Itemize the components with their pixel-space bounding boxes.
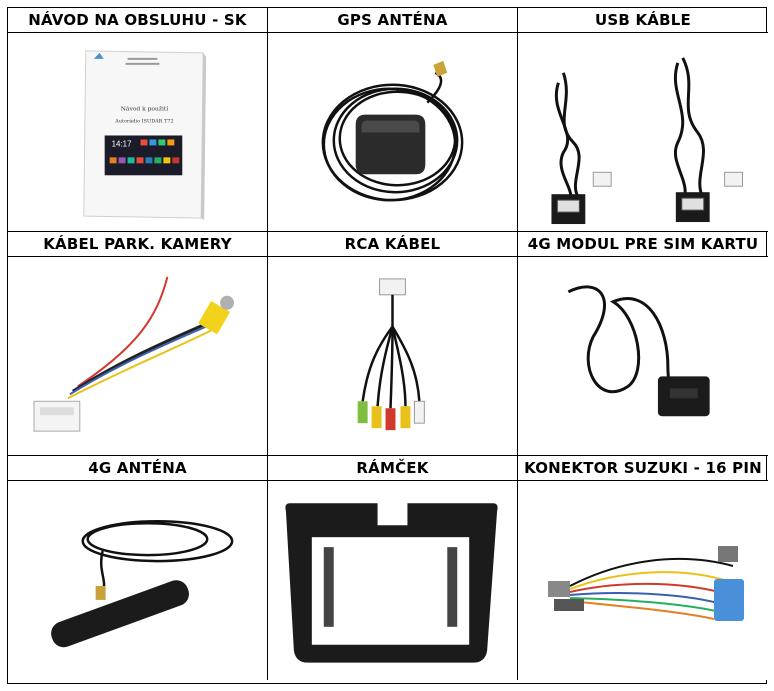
manual-doc-line1: Návod k použití [121, 106, 169, 113]
dash-frame-icon [285, 503, 498, 663]
header-suzuki-connector: KONEKTOR SUZUKI - 16 PIN [518, 456, 768, 481]
sim-module-image [518, 257, 768, 456]
manual-booklet-icon: Návod k použití Autorádio ISUDAR T72 14:… [83, 50, 207, 221]
camera-cable-icon [33, 276, 235, 432]
rca-cable-image [268, 257, 518, 456]
header-rca-cable: RCA KÁBEL [268, 232, 518, 257]
sim-module-icon [567, 285, 710, 417]
usb-cable-icon [551, 57, 743, 225]
usb-cables-image [518, 33, 768, 232]
gps-antenna-image [268, 33, 518, 232]
header-frame: RÁMČEK [268, 456, 518, 481]
header-sim-module: 4G MODUL PRE SIM KARTU [518, 232, 768, 257]
header-usb-cables: USB KÁBLE [518, 8, 768, 33]
frame-image [268, 481, 518, 680]
header-4g-antenna: 4G ANTÉNA [8, 456, 268, 481]
4g-antenna-icon [51, 519, 234, 648]
4g-antenna-image [8, 481, 268, 680]
accessories-table: NÁVOD NA OBSLUHU - SK GPS ANTÉNA USB KÁB… [7, 7, 768, 684]
suzuki-connector-image [518, 481, 768, 680]
header-gps-antenna: GPS ANTÉNA [268, 8, 518, 33]
suzuki-connector-icon [548, 546, 744, 621]
rca-cable-icon [357, 278, 425, 431]
camera-cable-image [8, 257, 268, 456]
manual-screen-time: 14:17 [112, 139, 132, 148]
header-camera-cable: KÁBEL PARK. KAMERY [8, 232, 268, 257]
manual-doc-line2: Autorádio ISUDAR T72 [114, 118, 174, 125]
manual-image: Návod k použití Autorádio ISUDAR T72 14:… [8, 33, 268, 232]
header-manual: NÁVOD NA OBSLUHU - SK [8, 8, 268, 33]
gps-antenna-icon [321, 60, 464, 202]
